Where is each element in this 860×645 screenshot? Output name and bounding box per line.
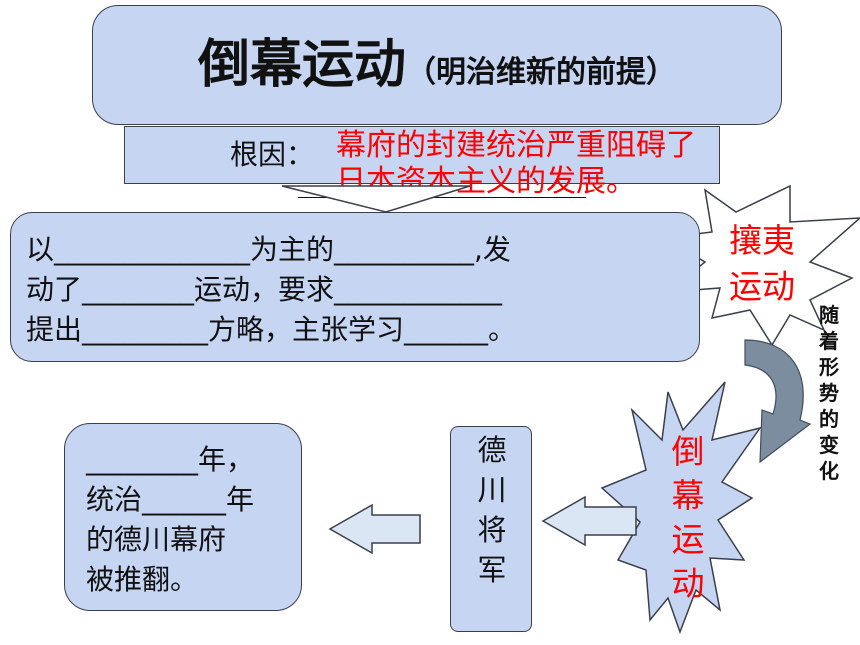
pointer-triangle	[281, 185, 471, 213]
title-main: 倒幕运动	[197, 35, 406, 95]
fill-in-line-3: 提出_________方略，主张学习______。	[26, 313, 517, 346]
joui-burst	[660, 184, 860, 347]
result-line-4: 被推翻。	[86, 563, 199, 596]
result-box	[64, 423, 302, 611]
fill-in-box	[10, 212, 700, 362]
shogun-label: 德川将军	[477, 433, 507, 587]
left-arrow	[541, 495, 637, 547]
root-cause-label: 根因：	[230, 138, 315, 171]
root-cause-box	[124, 126, 720, 184]
tobaku-burst	[600, 381, 762, 635]
result-line-1: ________年，	[86, 443, 255, 476]
title-box	[92, 5, 782, 125]
result-line-2: 统治______年	[86, 483, 255, 516]
tobaku-label: 倒幕运动	[671, 432, 705, 603]
left-arrow	[328, 503, 421, 555]
result-line-3: 的德川幕府	[86, 523, 227, 556]
trend-label: 随着形势的变化	[819, 303, 839, 483]
shogun-box	[450, 426, 532, 632]
underline	[298, 197, 586, 198]
page-title: 倒幕运动（明治维新的前提）	[92, 10, 782, 132]
title-subtitle: （明治维新的前提）	[406, 55, 676, 90]
fill-in-line-2: 动了________运动，要求____________	[26, 273, 503, 306]
curved-arrow	[744, 339, 812, 464]
fill-in-line-1: 以______________为主的__________,发	[26, 233, 511, 266]
joui-label: 攘夷运动	[729, 221, 795, 306]
